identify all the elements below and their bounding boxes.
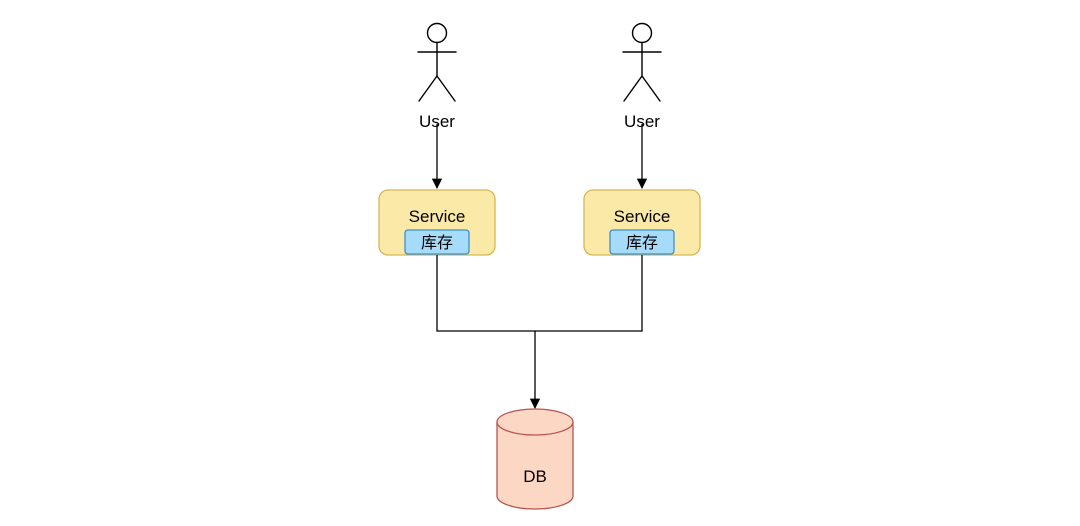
database-cylinder-icon bbox=[496, 408, 574, 510]
inventory-label: 库存 bbox=[626, 234, 658, 252]
service-node-1: Service 库存 bbox=[378, 189, 496, 256]
inventory-box bbox=[404, 229, 470, 255]
stick-figure-icon bbox=[417, 22, 457, 102]
stick-figure-icon bbox=[622, 22, 662, 102]
service-node-2: Service 库存 bbox=[583, 189, 701, 256]
user-actor-2: User bbox=[622, 22, 662, 131]
inventory-label: 库存 bbox=[421, 234, 453, 252]
service-merge-connector bbox=[436, 255, 643, 332]
service-title: Service bbox=[409, 207, 466, 226]
user-label: User bbox=[419, 112, 455, 131]
database-node: DB bbox=[496, 408, 574, 510]
user-actor-1: User bbox=[417, 22, 457, 131]
database-label: DB bbox=[523, 467, 547, 486]
inventory-box bbox=[609, 229, 675, 255]
user-label: User bbox=[624, 112, 660, 131]
service-title: Service bbox=[614, 207, 671, 226]
